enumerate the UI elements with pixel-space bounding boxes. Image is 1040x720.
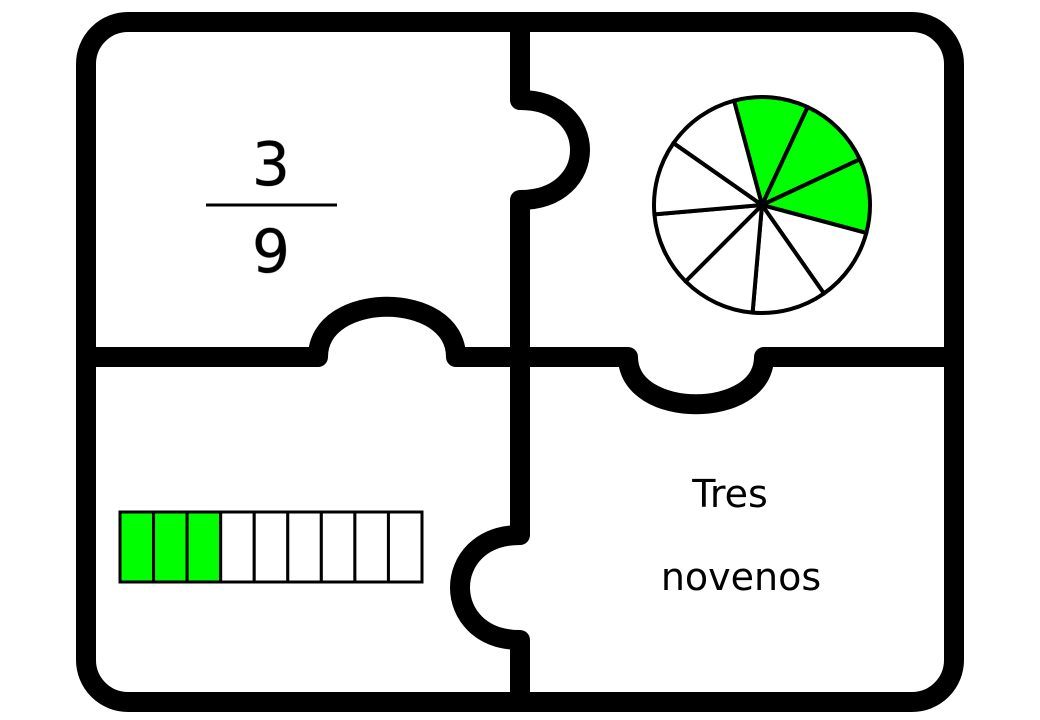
- numerator: 3: [252, 130, 290, 200]
- fraction-piece: 3 9: [206, 130, 337, 287]
- denominator: 9: [252, 217, 290, 287]
- bar-representation: [118, 510, 424, 584]
- words-line-2: novenos: [661, 555, 821, 599]
- words-piece: Tres novenos: [661, 472, 821, 599]
- bar-cell: [319, 510, 357, 584]
- bar-cell-shaded: [185, 510, 223, 584]
- words-line-1: Tres: [691, 472, 768, 516]
- bar-cell: [219, 510, 256, 584]
- vertical-divider: [450, 22, 590, 702]
- bar-cell: [386, 510, 424, 584]
- bar-cell: [286, 510, 323, 584]
- bar-cell: [252, 510, 290, 584]
- horizontal-divider: [86, 296, 954, 415]
- pie-representation: [652, 95, 872, 315]
- bar-cell-shaded: [152, 510, 189, 584]
- pie-slice: [671, 98, 764, 207]
- bar-cell-shaded: [118, 510, 156, 584]
- bar-cell: [353, 510, 390, 584]
